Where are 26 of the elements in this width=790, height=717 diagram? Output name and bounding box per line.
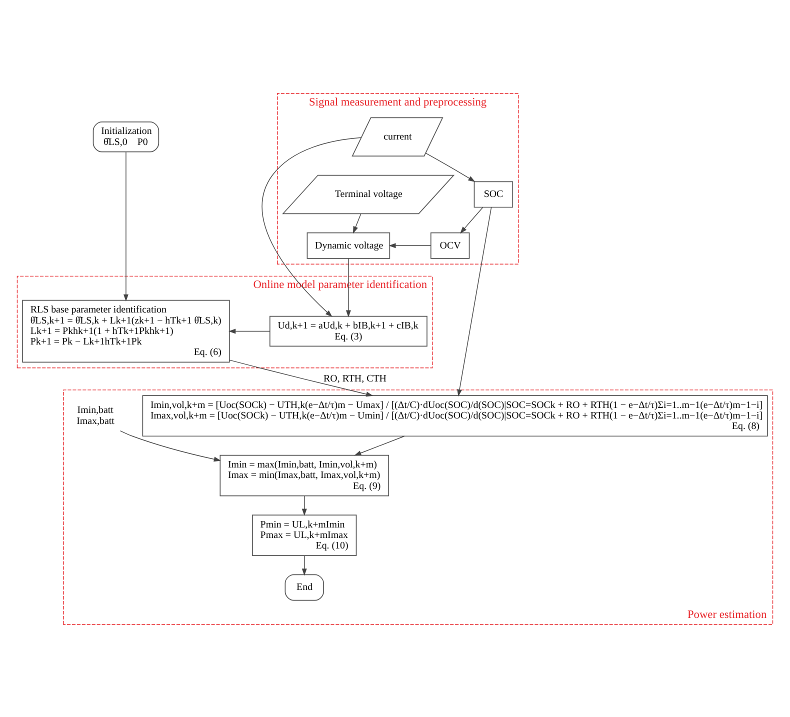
node-box: OCV (430, 232, 470, 258)
node-box: Pmin = UL,k+mImin Pmax = UL,k+mImax Eq. (10) (252, 514, 357, 556)
node-box: Imin = max(Imin,batt, Imin,vol,k+m) Imax = min(Imax,batt, Imax,vol,k+m) Eq. (9) (220, 454, 390, 496)
arrow (460, 206, 484, 234)
arrow (457, 206, 492, 396)
arrow (123, 151, 128, 301)
node-box: Initialization θ̂LS,0 P0 (92, 121, 160, 152)
edge-label: RO, RTH, CTH (324, 373, 386, 384)
arrow (425, 152, 476, 182)
node-text: Imin,batt Imax,batt (76, 404, 114, 426)
arrow (354, 435, 405, 456)
arrow (352, 212, 362, 234)
node-box: Dynamic voltage (306, 232, 390, 258)
arrow (388, 242, 432, 248)
node-box: End (284, 574, 324, 600)
arrow (120, 430, 222, 462)
node-box: SOC (474, 180, 514, 208)
node-box: RLS base parameter identification θ̂LS,k+1 = θ̂LS,k + Lk+1(zk+1 − hTk+1 θ̂LS,k) Lk+1 = Pkhk+1(1 + hTk+1Pkhk+1) Pk+1 = Pk − Lk+1hTk+1Pk Eq. (6) (22, 299, 230, 362)
node-box: Imin,vol,k+m = [Uoc(SOCk) − UTH,k(e−Δt/τ)m − Umax] / [(Δt/C)·dUoc(SOC)/d(SOC)|SOC=SOCk + RO + RTH(1 − e−Δt/τ)Σi=1..m−1(e−Δt/τ)m−1−i] Imax,vol,k+m = [Uoc(SOCk) − UTH,k(e−Δt/τ)m − Umin] / [(Δt/C)·dUoc(SOC)/d(SOC)|SOC=SOCk + RO + RTH(1 − e−Δt/τ)Σi=1..m−1(e−Δt/τ)m−1−i] Eq. (8) (142, 394, 768, 436)
arrow (302, 495, 307, 516)
node-box: Ud,k+1 = aUd,k + bIB,k+1 + cIB,k Eq. (3) (269, 315, 428, 346)
arrow (228, 328, 270, 334)
arrow (229, 359, 374, 396)
arrow (302, 554, 307, 576)
arrow (262, 136, 362, 317)
arrow (346, 258, 351, 317)
